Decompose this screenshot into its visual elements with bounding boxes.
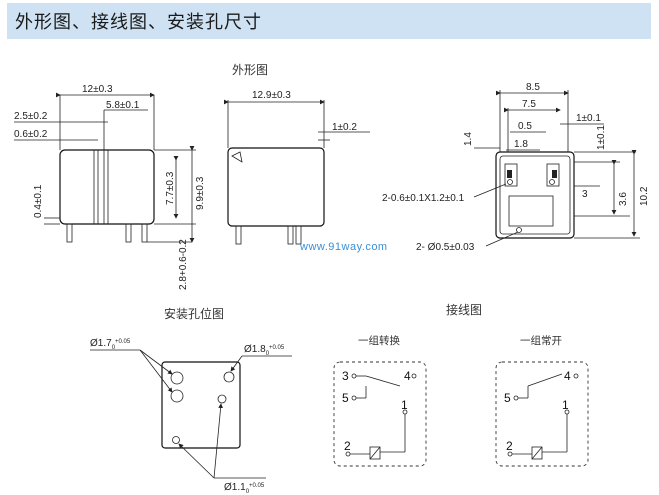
hole-b-label: Ø1.80+0.05 xyxy=(244,344,285,357)
top-view: 8.5 7.5 0.5 1.8 1±0.1 1.4 1±0.1 3 3.6 10… xyxy=(382,82,650,253)
top-w4-label: 1.8 xyxy=(514,139,528,150)
side-view: 12.9±0.3 1±0.2 xyxy=(224,90,370,245)
top-h3-label: 3 xyxy=(582,189,588,200)
top-h2-label: 1±0.1 xyxy=(596,125,607,150)
front-height-total-label: 9.9±0.3 xyxy=(195,176,206,210)
front-height-inner-label: 7.7±0.3 xyxy=(165,171,176,205)
changeover-pin-4: 4 xyxy=(404,369,411,383)
front-view: 12±0.3 5.8±0.1 2.5±0.2 0.6±0.2 0.4±0.1 7… xyxy=(14,84,206,290)
top-h5-label: 10.2 xyxy=(639,186,650,206)
section-title: 外形图、接线图、安装孔尺寸 xyxy=(15,12,262,33)
side-top-label: 1±0.2 xyxy=(332,122,357,133)
mounting-title: 安装孔位图 xyxy=(164,306,224,321)
no-pin-5: 5 xyxy=(504,391,511,405)
no-pin-4: 4 xyxy=(564,369,571,383)
changeover-pin-2: 2 xyxy=(344,439,351,453)
no-pin-2: 2 xyxy=(506,439,513,453)
hole-c-label: Ø1.10+0.05 xyxy=(224,482,265,495)
top-h4-label: 3.6 xyxy=(618,192,629,206)
outline-title: 外形图 xyxy=(232,63,268,77)
top-w2-label: 7.5 xyxy=(522,99,536,110)
mounting-diagram: Ø1.70+0.05 Ø1.80+0.05 Ø1.10+0.05 xyxy=(90,338,292,495)
top-w3-label: 0.5 xyxy=(518,121,532,132)
changeover-pin-3: 3 xyxy=(342,369,349,383)
front-pin-gap-label: 5.8±0.1 xyxy=(106,100,140,111)
normally-open-diagram: 4 5 1 2 xyxy=(495,361,589,467)
no-pin-1: 1 xyxy=(562,398,569,412)
side-width-label: 12.9±0.3 xyxy=(252,90,291,101)
top-h1-label: 1.4 xyxy=(463,132,474,146)
changeover-pin-5: 5 xyxy=(342,391,349,405)
changeover-pin-1: 1 xyxy=(401,398,408,412)
front-width-label: 12±0.3 xyxy=(82,84,113,95)
watermark: www.91way.com xyxy=(299,241,388,253)
top-w1-label: 8.5 xyxy=(526,82,540,93)
front-slot-b-label: 0.6±0.2 xyxy=(14,129,48,140)
front-pin-length-label: 2.8+0.6-0.2 xyxy=(178,239,189,290)
hole-a-label: Ø1.70+0.05 xyxy=(90,338,131,351)
front-slot-a-label: 2.5±0.2 xyxy=(14,111,48,122)
top-pin-rect-label: 2-0.6±0.1X1.2±0.1 xyxy=(382,193,465,204)
top-w5-label: 1±0.1 xyxy=(576,113,601,124)
section-header: 外形图、接线图、安装孔尺寸 xyxy=(7,3,651,39)
normally-open-label: 一组常开 xyxy=(520,334,562,347)
front-base-label: 0.4±0.1 xyxy=(33,184,44,218)
changeover-label: 一组转换 xyxy=(358,334,400,347)
changeover-diagram: 3 4 5 1 2 xyxy=(333,361,427,467)
top-pin-round-label: 2- Ø0.5±0.03 xyxy=(416,242,475,253)
wiring-title: 接线图 xyxy=(446,302,482,317)
